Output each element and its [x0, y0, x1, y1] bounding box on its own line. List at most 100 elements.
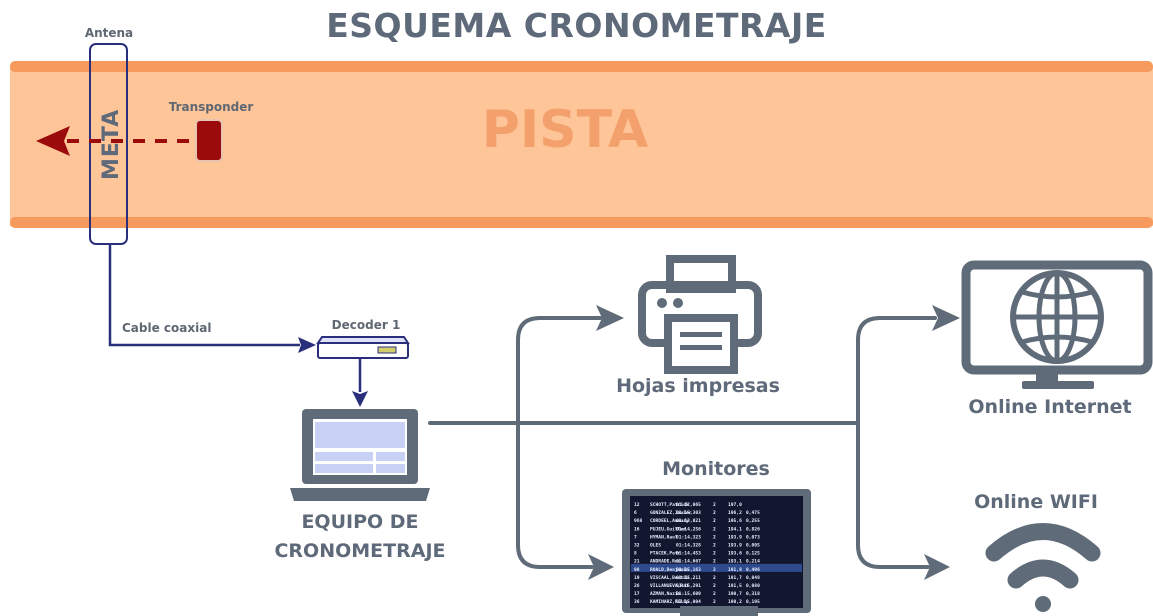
results-cell: 2 [713, 575, 716, 581]
results-cell: 0,318 [746, 591, 760, 597]
finish-line-label: META [99, 108, 124, 180]
results-cell: 2 [713, 559, 716, 565]
results-cell: 01:13,021 [676, 518, 701, 524]
page-title: ESQUEMA CRONOMETRAJE [326, 6, 827, 45]
results-cell: 01:14,323 [676, 534, 701, 540]
track-top-edge [10, 61, 1153, 72]
results-cell: 0,125 [746, 551, 760, 557]
results-cell: 26 [634, 583, 640, 589]
printer-arrow-head [596, 305, 624, 331]
globe-monitor-icon [961, 260, 1153, 389]
to-wifi-line [856, 421, 930, 569]
results-cell: 8 [634, 551, 637, 557]
results-cell: KAMINARZ,Filip [650, 599, 689, 605]
results-cell: 7 [634, 534, 637, 540]
track-label: PISTA [481, 100, 649, 160]
decoder-icon [316, 336, 410, 359]
results-cell: 0,475 [746, 510, 760, 516]
results-cell: 2 [713, 599, 716, 605]
results-cell: 0,195 [746, 599, 760, 605]
results-cell: ROALD,Benjamin [650, 566, 689, 573]
antenna-label: Antena [84, 26, 134, 40]
results-cell: 19 [634, 575, 640, 581]
online-wifi-label: Online WIFI [974, 491, 1098, 513]
coax-cable-line [108, 244, 300, 347]
results-cell: 193,1 [728, 559, 742, 565]
results-cell: 190,7 [728, 591, 742, 597]
results-cell: 12 [634, 502, 640, 508]
to-monitor-line [516, 421, 594, 569]
results-cell: 0,005 [746, 543, 760, 549]
results-cell: OLES [650, 543, 661, 549]
timing-equipment-label-line1: EQUIPO DE [301, 511, 419, 533]
results-cell: 01:14,328 [676, 543, 701, 549]
results-cell: 16 [634, 526, 640, 532]
printer-icon [638, 255, 762, 374]
monitors-label: Monitores [662, 458, 770, 480]
laptop-icon [290, 409, 430, 501]
results-cell: 01:14,453 [676, 551, 701, 557]
results-cell: 6 [634, 510, 637, 516]
results-cell: 2 [713, 543, 716, 549]
results-cell: 0,214 [746, 559, 760, 565]
track-bottom-edge [10, 217, 1153, 228]
results-cell: ANDRADE,Rui [650, 559, 681, 565]
printed-sheets-label: Hojas impresas [616, 375, 780, 397]
internet-arrow-head [932, 305, 960, 331]
results-cell: 2 [713, 534, 716, 540]
results-cell: 193,9 [728, 543, 742, 549]
results-cell: 2 [713, 526, 716, 532]
to-printer-line [516, 316, 602, 425]
results-cell: 98 [634, 567, 640, 573]
transponder-icon [195, 119, 223, 162]
results-cell: 17 [634, 591, 640, 597]
results-cell: 32 [634, 543, 640, 549]
results-cell: 2 [713, 502, 716, 508]
results-cell: 190,2 [728, 599, 742, 605]
results-cell: 01:15,609 [676, 591, 701, 597]
results-cell: VILLANUEVA,Raf [650, 583, 689, 589]
results-cell: 2 [713, 591, 716, 597]
transponder-signal [36, 126, 189, 156]
decoder-to-pc-arrow [352, 391, 368, 407]
results-cell: 0,826 [746, 526, 760, 532]
results-cell: 01:15,163 [676, 567, 701, 573]
results-cell: 194,1 [728, 526, 742, 532]
results-cell: 01:14,256 [676, 526, 701, 532]
results-monitor-icon [622, 489, 811, 616]
results-cell: 2 [713, 510, 716, 516]
results-cell: 0,073 [746, 534, 760, 540]
results-cell: 197,0 [728, 502, 742, 508]
results-cell: 196,2 [728, 510, 742, 516]
results-cell: 193,9 [728, 534, 742, 540]
results-cell: SCHOTT,Patrick [650, 502, 689, 508]
results-cell: 2 [713, 551, 716, 557]
results-cell: 0,080 [746, 583, 760, 589]
results-cell: 968 [634, 518, 643, 524]
cable-label: Cable coaxial [122, 321, 212, 335]
results-cell: PUJEU,Guillem [650, 526, 686, 532]
results-cell: VISCAAL,BentLU [650, 575, 689, 581]
results-cell: 193,6 [728, 551, 742, 557]
results-cell: 0,048 [746, 575, 760, 581]
results-cell: 21 [634, 559, 640, 565]
results-cell: 01:14,667 [676, 559, 701, 565]
to-internet-line [856, 316, 937, 425]
wifi-arrow-head [924, 554, 950, 580]
results-cell: 01:15,303 [676, 510, 701, 516]
results-cell: 191,5 [728, 583, 742, 589]
results-cell: 01:15,004 [676, 599, 701, 605]
results-cell: 0,496 [746, 567, 760, 573]
coax-cable-arrow [298, 337, 316, 353]
results-cell: HYMAN,Raul [650, 534, 678, 540]
results-cell: 01:15,291 [676, 583, 701, 589]
results-highlight-row [631, 563, 802, 572]
results-cell: 191,8 [728, 567, 742, 573]
results-cell: 191,7 [728, 575, 742, 581]
connection-lines [428, 316, 937, 569]
timing-equipment-label-line2: CRONOMETRAJE [274, 540, 446, 562]
decoder-label: Decoder 1 [331, 318, 401, 332]
results-cell: CORDEEL,Amaury [650, 518, 689, 524]
signal-arrow-head [36, 126, 70, 156]
